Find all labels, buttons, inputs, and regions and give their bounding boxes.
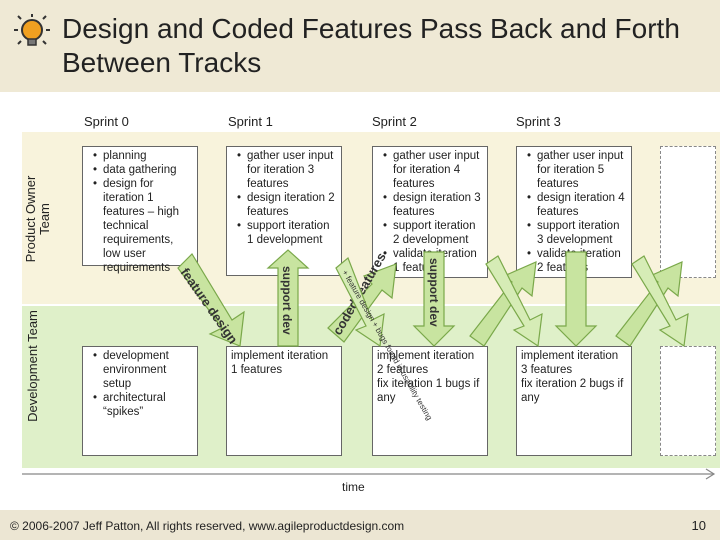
sprint-0-product-box: planningdata gatheringdesign for iterati… <box>82 146 198 274</box>
dev-box-item: development environment setup <box>93 349 193 391</box>
product-box-item: design iteration 3 features <box>383 191 483 219</box>
product-box-item: data gathering <box>93 163 193 177</box>
product-box-item: gather user input for iteration 5 featur… <box>527 149 627 191</box>
dev-box-line: fix iteration 1 bugs if any <box>377 378 480 404</box>
dev-box-line: implement iteration 1 features <box>231 350 329 376</box>
sprint-2-header: Sprint 2 <box>372 114 417 129</box>
time-label: time <box>342 480 365 494</box>
title-band <box>0 0 720 92</box>
support-dev-2-label: support dev <box>427 258 441 327</box>
sprint-1-header: Sprint 1 <box>228 114 273 129</box>
support-dev-arrow <box>266 249 310 347</box>
dev-box-item: architectural “spikes” <box>93 391 193 419</box>
crossing-arrow-down-2 <box>631 255 689 348</box>
product-box-item: gather user input for iteration 3 featur… <box>237 149 337 191</box>
copyright-text: © 2006-2007 Jeff Patton, All rights rese… <box>10 519 405 533</box>
lightbulb-icon <box>14 14 50 46</box>
crossing-arrow-down-1 <box>485 255 543 348</box>
feature-design-label: feature design <box>178 265 241 346</box>
future-dev-box <box>660 346 716 456</box>
feedback-arrow <box>335 257 385 348</box>
support-dev-label: support dev <box>280 266 294 335</box>
sprint-1-dev-box: implement iteration 1 features <box>226 346 342 456</box>
product-box-item: gather user input for iteration 4 featur… <box>383 149 483 191</box>
dev-box-line: implement iteration 2 features <box>377 350 475 376</box>
page-number: 10 <box>691 518 706 533</box>
dev-box-line: implement iteration 3 features <box>521 350 619 376</box>
footer-band <box>0 510 720 540</box>
future-product-box <box>660 146 716 278</box>
support-dev-2-arrow <box>412 251 456 347</box>
dev-box-line: fix iteration 2 bugs if any <box>521 378 624 404</box>
sprint-3-header: Sprint 3 <box>516 114 561 129</box>
product-box-item: planning <box>93 149 193 163</box>
product-box-item: design iteration 4 features <box>527 191 627 219</box>
feature-design-arrow <box>177 253 245 347</box>
product-box-item: design iteration 2 features <box>237 191 337 219</box>
product-box-item: support iteration 3 development <box>527 219 627 247</box>
product-box-item: design for iteration 1 features – high t… <box>93 177 193 275</box>
support-dev-3-arrow <box>554 251 598 347</box>
page-title: Design and Coded Features Pass Back and … <box>62 13 680 78</box>
product-box-item: support iteration 2 development <box>383 219 483 247</box>
sprint-0-header: Sprint 0 <box>84 114 129 129</box>
product-box-item: support iteration 1 development <box>237 219 337 247</box>
time-axis-arrow <box>22 468 716 480</box>
sprint-0-dev-box: development environment setuparchitectur… <box>82 346 198 456</box>
